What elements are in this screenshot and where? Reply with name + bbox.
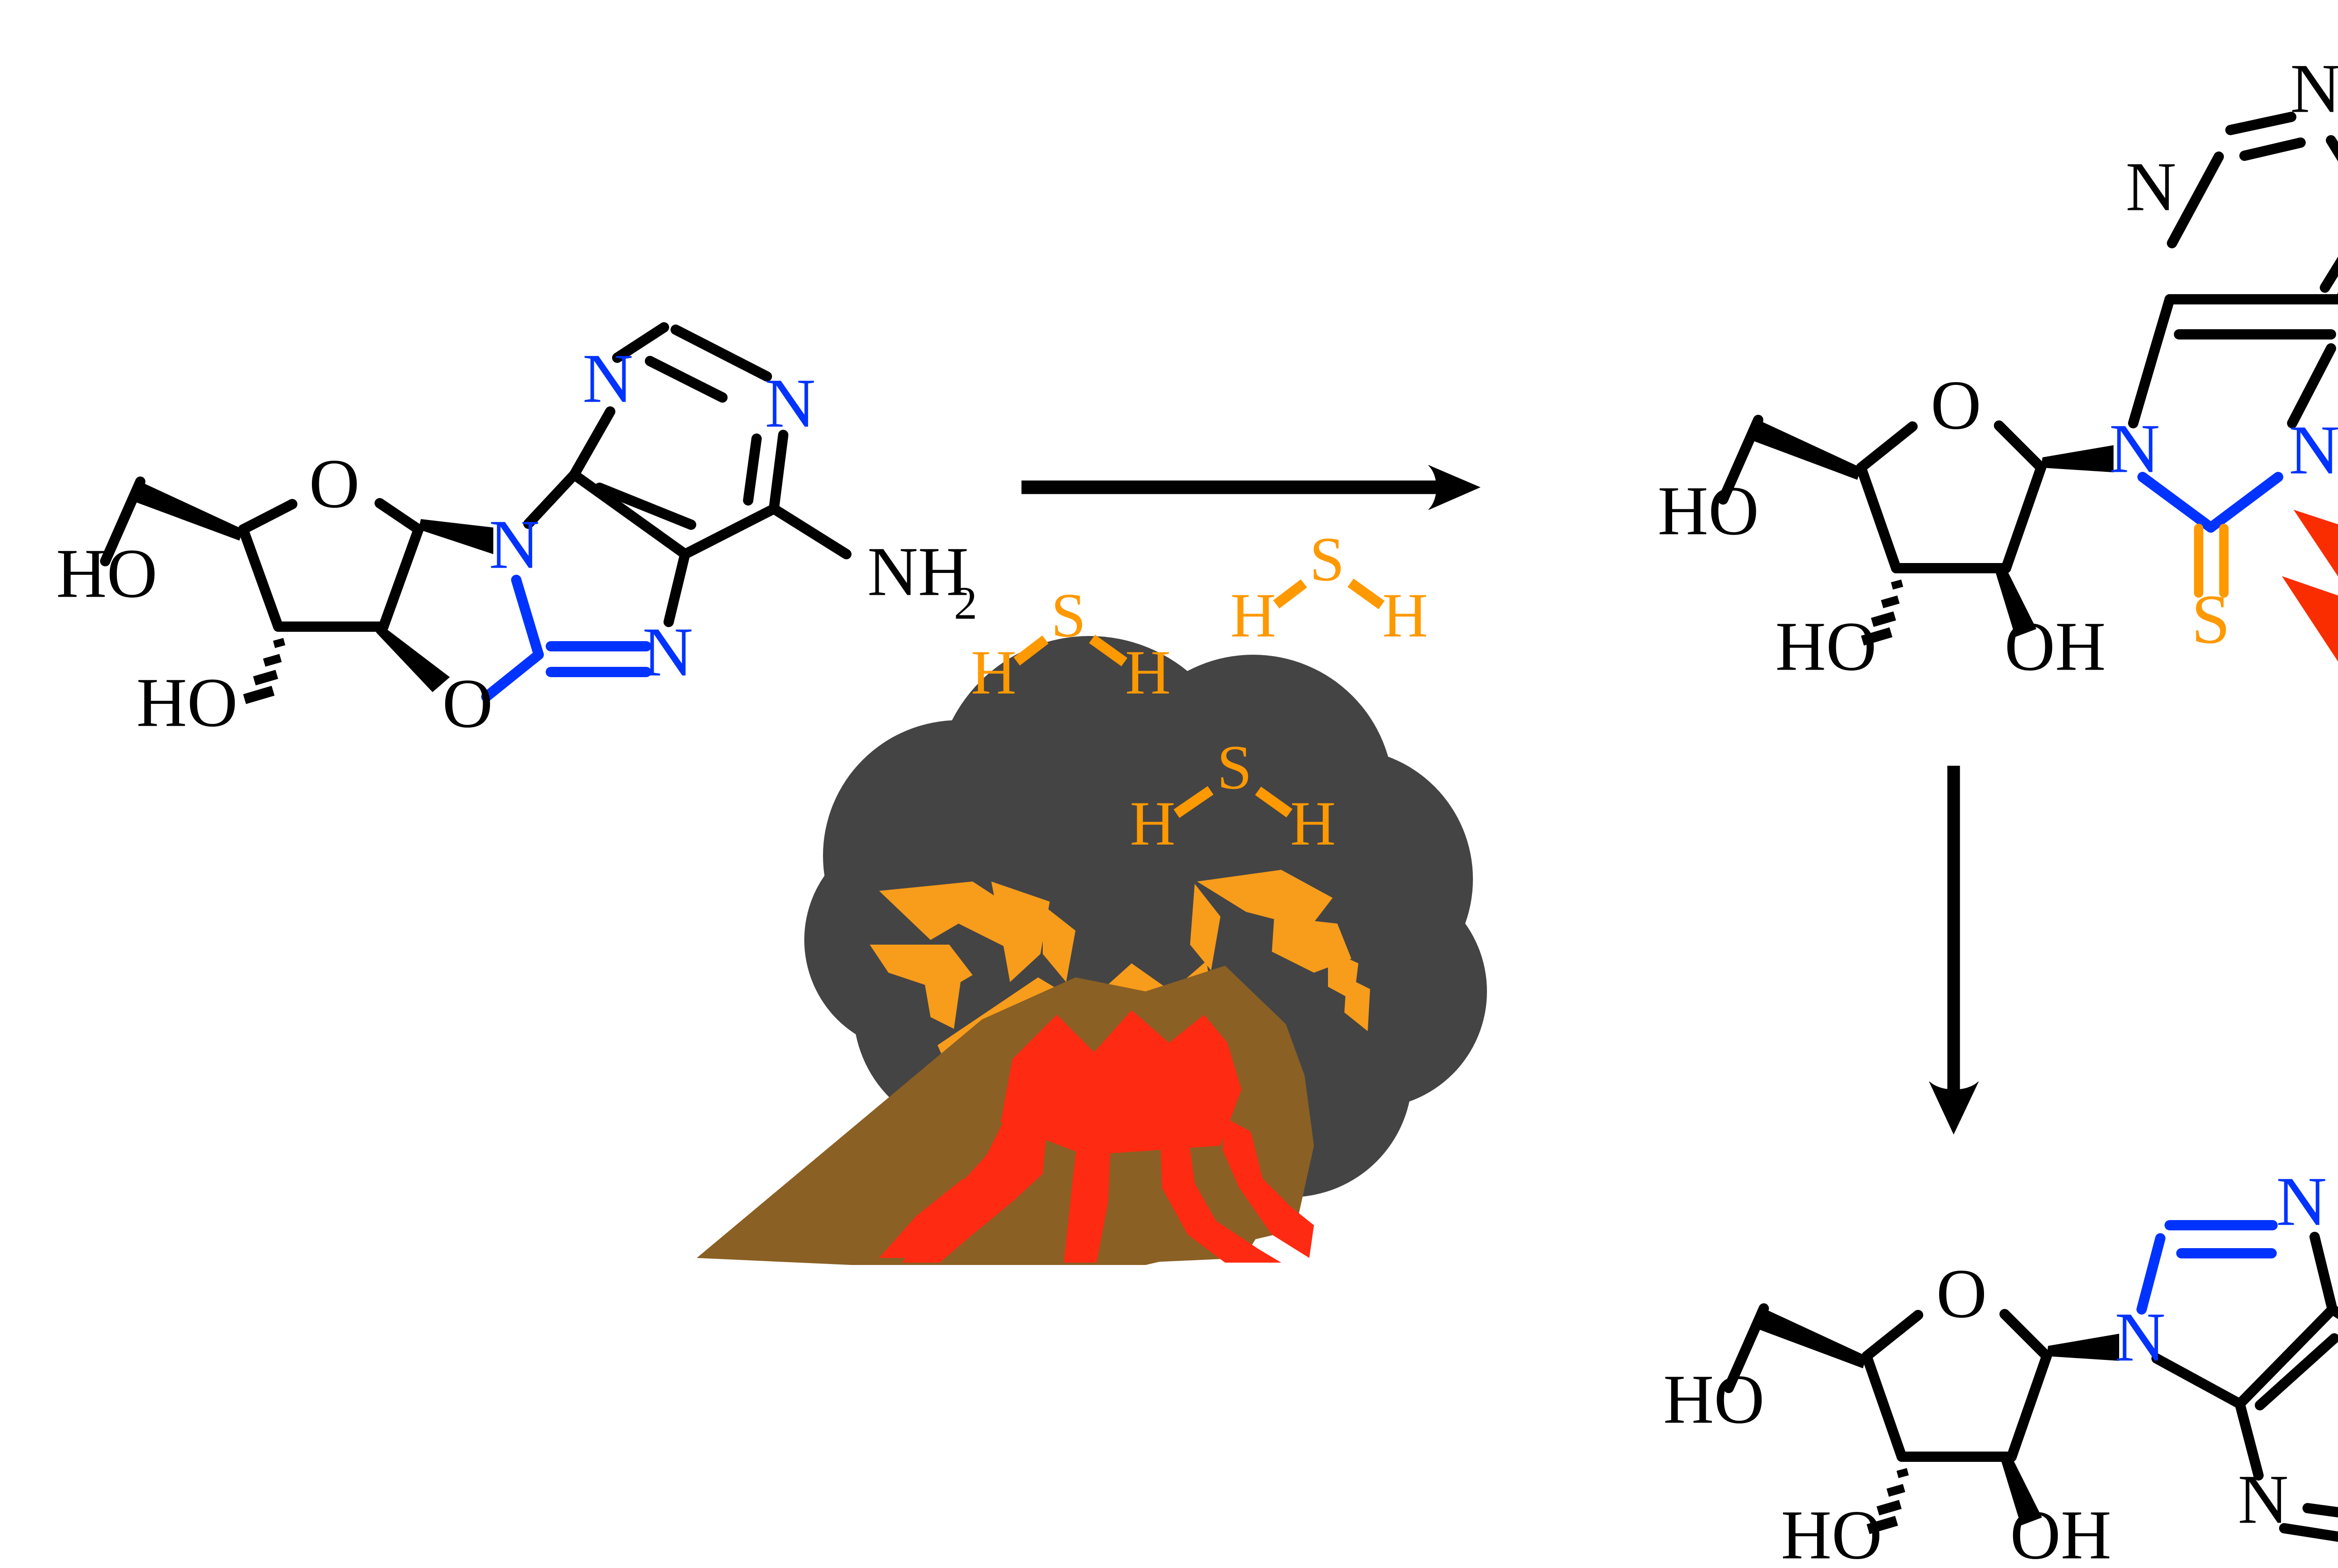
label-n7: N xyxy=(642,613,693,691)
bond-h-s-right xyxy=(1347,578,1385,609)
label-thione-sulfur: S xyxy=(2191,580,2230,658)
bond-h-s-right xyxy=(1089,635,1128,666)
photon-beam-upper xyxy=(2294,510,2338,577)
h2s-hydrogen-right: H xyxy=(1125,638,1171,708)
molecule2-atom-labels: HO O HO OH N NH S N N NH 2 xyxy=(1658,50,2338,685)
wedge-c2prime-to-oh xyxy=(2001,1457,2042,1525)
label-n3: N xyxy=(583,340,633,417)
arrow-thio-to-adenosine xyxy=(1929,766,1979,1135)
wedge-c2prime-to-oxazoline-o xyxy=(376,627,450,692)
h2s-hydrogen-left: H xyxy=(1230,581,1276,650)
photon-beam-lower xyxy=(2282,576,2338,662)
h2s-sulfur: S xyxy=(1217,733,1252,802)
arrowhead-upper xyxy=(2294,510,2338,577)
thione-cs-double-bond xyxy=(2194,524,2229,598)
h2s-molecule-2: HSH xyxy=(1230,525,1428,650)
wedge-c5prime xyxy=(1750,420,1861,480)
furanose-ring-bonds xyxy=(238,498,424,632)
purine-ring-bonds xyxy=(569,322,851,559)
label-oxazoline-oxygen: O xyxy=(442,665,493,742)
bond-c5-to-ho xyxy=(100,477,145,566)
molecule3-atom-labels: HO O HO OH N N N N NH 2 xyxy=(1663,1163,2327,1568)
h2s-sulfur: S xyxy=(1309,525,1344,594)
bond-n7-c5 xyxy=(664,549,690,627)
h2s-hydrogen-right: H xyxy=(1290,789,1336,859)
label-ring-oxygen-furanose: O xyxy=(1931,366,1981,444)
purine-ring-bonds xyxy=(2151,1232,2338,1542)
purine-double-bonds xyxy=(2174,137,2338,340)
label-ring-oxygen-furanose: O xyxy=(1936,1255,1987,1332)
imidazole-ring-bonds-blue xyxy=(2136,1220,2278,1315)
label-n9: N xyxy=(2115,1298,2165,1376)
imidazolidine-ring-bonds xyxy=(2137,472,2283,533)
h2s-sulfur: S xyxy=(1051,581,1086,650)
label-n1: N xyxy=(2290,50,2338,127)
hash-bond-3prime-oh xyxy=(243,638,286,704)
bond-n9-c4 xyxy=(523,470,579,529)
furanose-ring-bonds xyxy=(1862,1309,2052,1462)
label-n9: N xyxy=(489,506,540,583)
arrowhead-lower xyxy=(2282,576,2338,662)
oxazoline-ring-bonds xyxy=(481,575,544,702)
molecule1-atom-labels: HO O HO O N N N N NH 2 xyxy=(56,340,977,742)
label-n9: N xyxy=(2109,410,2160,487)
label-ho-5prime: HO xyxy=(1663,1360,1765,1438)
label-ring-oxygen-furanose: O xyxy=(309,445,360,522)
purine-double-bonds xyxy=(2255,1333,2338,1517)
bond-c5-to-ho xyxy=(1724,1303,1769,1393)
wedge-c2prime-to-oh xyxy=(1996,568,2036,637)
label-oh-2prime: OH xyxy=(2005,607,2106,685)
bond-c5-to-ho xyxy=(1718,415,1763,505)
h2s-hydrogen-right: H xyxy=(1382,581,1428,650)
label-oh-2prime: OH xyxy=(2010,1496,2112,1568)
lava-flows xyxy=(879,1010,1314,1263)
h2s-molecule-3: HSH xyxy=(1130,733,1336,859)
furanose-ring-bonds xyxy=(1856,420,2046,573)
bond-h-s-right xyxy=(1255,787,1292,817)
label-ho-3prime: HO xyxy=(1781,1496,1883,1568)
label-ho-3prime: HO xyxy=(1775,607,1877,685)
purine-ring-bonds xyxy=(2128,112,2338,428)
bond-h-s-left xyxy=(1173,786,1214,818)
label-amine-nh: NH xyxy=(867,533,969,610)
wedge-c1prime-to-n9 xyxy=(419,519,493,554)
label-amine-sub2: 2 xyxy=(954,577,977,629)
label-n3: N xyxy=(2238,1460,2288,1538)
h2s-hydrogen-left: H xyxy=(971,638,1017,708)
bond-h-s-left xyxy=(1273,579,1307,609)
wedge-c5prime xyxy=(131,482,243,541)
label-ho-5prime: HO xyxy=(1658,472,1759,549)
hash-bond-3prime-oh xyxy=(1866,1468,1909,1534)
h2s-hydrogen-left: H xyxy=(1130,789,1176,859)
label-n3: N xyxy=(2126,148,2176,225)
label-n7: N xyxy=(2276,1163,2327,1240)
arrow-reactant-to-thio xyxy=(1021,465,1481,510)
wedge-c5prime xyxy=(1755,1308,1867,1368)
h2s-molecule-1: HSH xyxy=(971,581,1171,708)
label-ho-5prime: HO xyxy=(56,535,158,612)
bond-h-s-left xyxy=(1013,635,1049,666)
hash-bond-3prime-oh xyxy=(1861,579,1904,646)
wedge-c1prime-to-n9 xyxy=(2041,445,2114,472)
volcano-eruption-illustration xyxy=(697,636,1487,1265)
purine-double-bonds xyxy=(594,356,762,530)
label-n1: N xyxy=(765,364,815,442)
label-ho-3prime: HO xyxy=(137,664,238,741)
label-n7-h: NH xyxy=(2289,411,2338,489)
bond-c8-n7-double xyxy=(546,641,651,677)
wedge-c1prime-to-n9 xyxy=(2047,1334,2119,1361)
